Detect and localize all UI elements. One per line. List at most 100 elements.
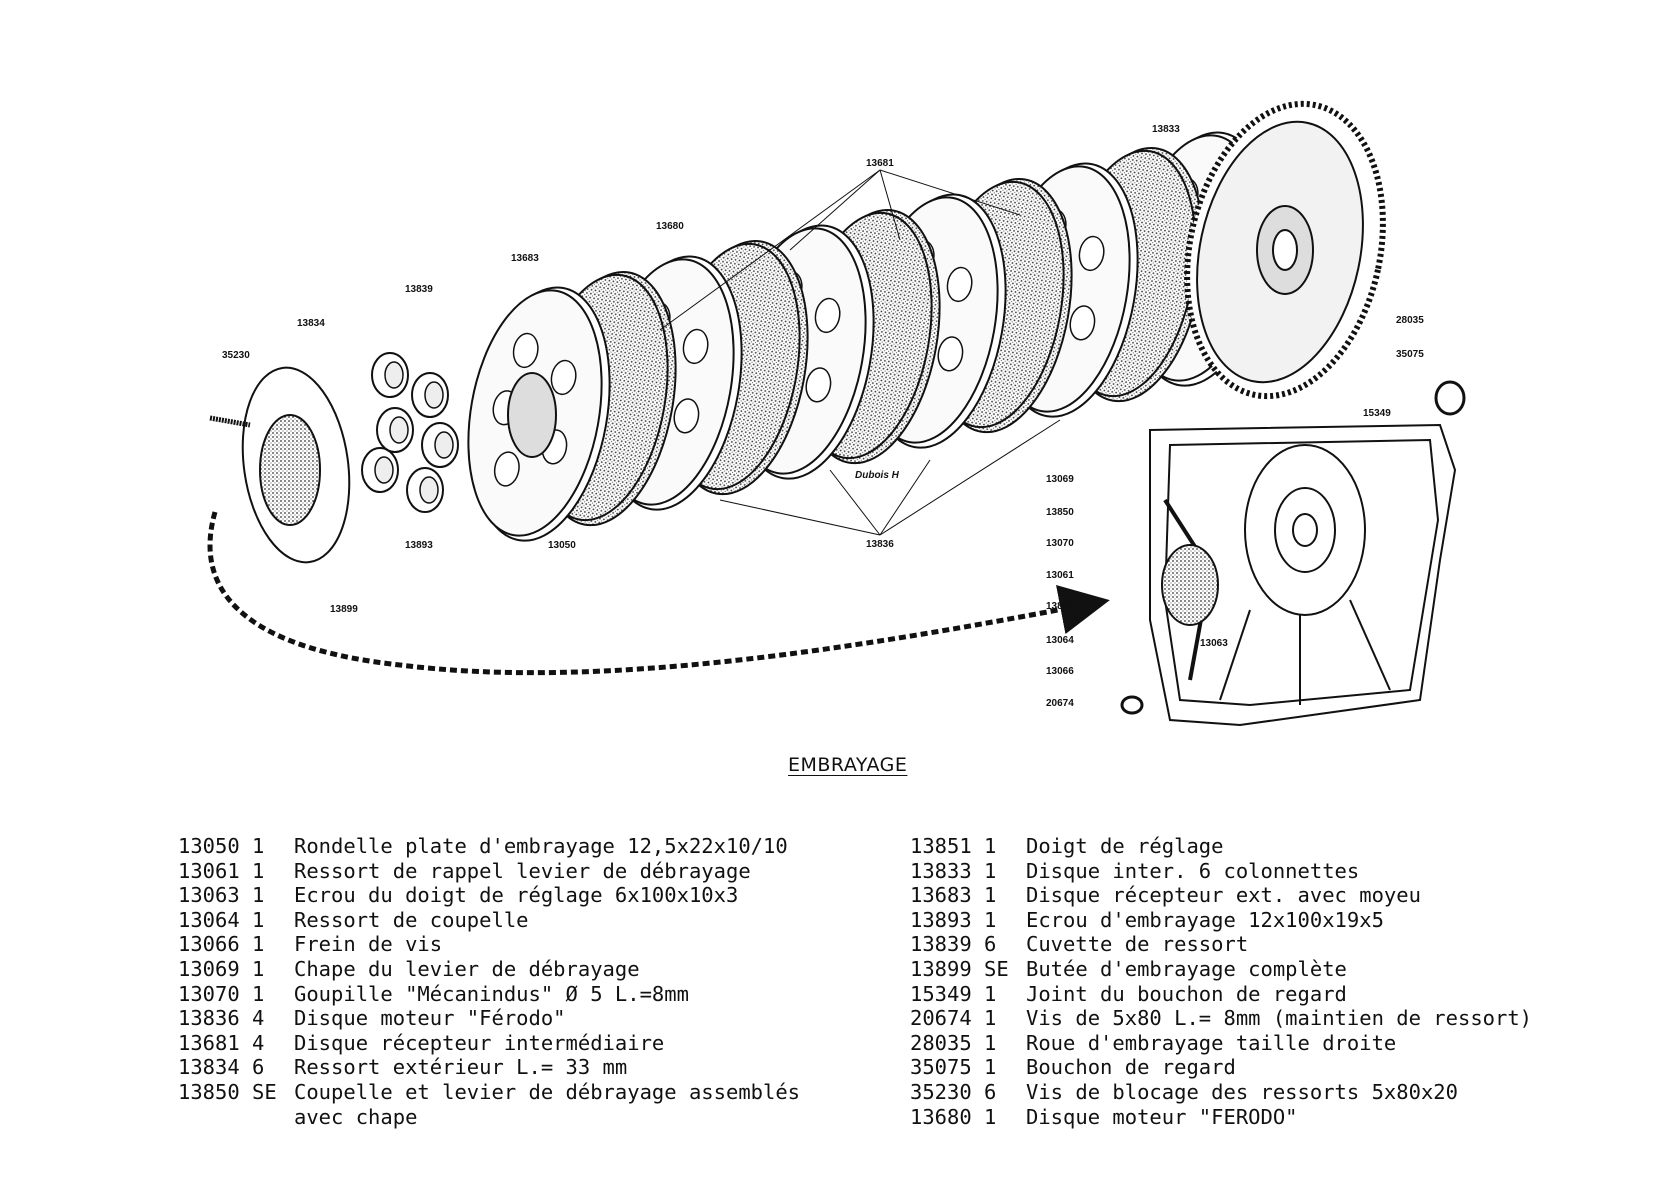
part-description: Disque récepteur ext. avec moyeu xyxy=(1026,883,1421,908)
part-quantity: SE xyxy=(252,1079,277,1104)
callout-13063: 13063 xyxy=(1200,638,1228,649)
clutch-exploded-diagram: Dubois H 1383313681136801368313839138343… xyxy=(207,100,1466,727)
callout-13839: 13839 xyxy=(405,284,433,295)
part-description: Ressort extérieur L.= 33 mm xyxy=(294,1055,628,1080)
part-description: Ressort de rappel levier de débrayage xyxy=(294,858,751,883)
part-number: 13069 xyxy=(178,956,240,981)
part-quantity: 4 xyxy=(252,1006,265,1031)
disc-stack xyxy=(467,131,1271,542)
part-row: 13063 1 Ecrou du doigt de réglage 6x100x10… xyxy=(178,883,800,908)
part-quantity: 1 xyxy=(252,981,265,1006)
part-number: 13839 xyxy=(910,932,972,957)
part-number: 13066 xyxy=(178,932,240,957)
part-number: 13683 xyxy=(910,883,972,908)
callout-15349: 15349 xyxy=(1363,408,1391,419)
part-quantity: 1 xyxy=(984,834,997,858)
part-quantity: 4 xyxy=(252,1030,265,1055)
part-row: 20674 1 Vis de 5x80 L.= 8mm (maintien de r… xyxy=(910,1006,1532,1031)
leader-line xyxy=(879,169,1021,216)
part-quantity: 1 xyxy=(984,1006,997,1031)
part-number: 13834 xyxy=(178,1055,240,1080)
part-number: 13893 xyxy=(910,907,972,932)
part-quantity: 1 xyxy=(984,1030,997,1055)
leader-line xyxy=(879,169,901,241)
part-description: Ecrou d'embrayage 12x100x19x5 xyxy=(1026,907,1384,932)
part-row: 13070 1 Goupille "Mécanindus" Ø 5 L.=8mm xyxy=(178,982,800,1007)
part-description: Rondelle plate d'embrayage 12,5x22x10/10 xyxy=(294,834,788,858)
part-quantity: 1 xyxy=(984,1104,997,1129)
callout-13064: 13064 xyxy=(1046,635,1074,646)
part-quantity: 1 xyxy=(252,956,265,981)
part-number: 13064 xyxy=(178,907,240,932)
part-number: 13850 xyxy=(178,1079,240,1104)
part-description: Disque inter. 6 colonnettes xyxy=(1026,858,1360,883)
callout-13833: 13833 xyxy=(1152,124,1180,135)
part-quantity: 1 xyxy=(984,1055,997,1080)
part-row: 13851 1 Doigt de réglage xyxy=(910,834,1532,859)
callout-20674: 20674 xyxy=(1046,698,1074,709)
part-quantity: 1 xyxy=(252,883,265,908)
part-row: 13069 1 Chape du levier de débrayage xyxy=(178,957,800,982)
part-row: 13839 6 Cuvette de ressort xyxy=(910,932,1532,957)
assembly-arrow xyxy=(207,511,1110,676)
part-quantity: 1 xyxy=(984,981,997,1006)
springs-and-cups xyxy=(361,352,459,513)
part-number: 13050 xyxy=(178,834,240,858)
part-row: 28035 1 Roue d'embrayage taille droite xyxy=(910,1031,1532,1056)
clutch-gear-wheel xyxy=(1184,100,1386,400)
callout-13851: 13851 xyxy=(1046,601,1074,612)
part-quantity: 6 xyxy=(984,932,997,957)
leader-line xyxy=(829,469,881,536)
part-description: Disque moteur "FERODO" xyxy=(1026,1104,1298,1129)
callout-13683: 13683 xyxy=(511,253,539,264)
callout-13069: 13069 xyxy=(1046,474,1074,485)
part-number: 13070 xyxy=(178,981,240,1006)
part-description: Coupelle et levier de débrayage assemblé… xyxy=(294,1079,801,1104)
part-number: 35230 xyxy=(910,1079,972,1104)
part-number: 13681 xyxy=(178,1030,240,1055)
callout-labels: 1383313681136801368313839138343523028035… xyxy=(222,124,1424,709)
leader-line xyxy=(879,419,1061,536)
gearbox-housing xyxy=(1120,380,1466,727)
part-description: Goupille "Mécanindus" Ø 5 L.=8mm xyxy=(294,981,689,1006)
part-description: Chape du levier de débrayage xyxy=(294,956,640,981)
leader-line xyxy=(789,169,881,251)
part-quantity: SE xyxy=(984,956,1009,981)
callout-35075: 35075 xyxy=(1396,349,1424,360)
part-description: Vis de 5x80 L.= 8mm (maintien de ressort… xyxy=(1026,1006,1533,1031)
part-number: 13851 xyxy=(910,834,972,858)
callout-13070: 13070 xyxy=(1046,538,1074,549)
callout-13836: 13836 xyxy=(866,539,894,550)
part-description: Cuvette de ressort xyxy=(1026,932,1249,957)
part-number: 35075 xyxy=(910,1055,972,1080)
part-row: 13850 SE Coupelle et levier de débrayage a… xyxy=(178,1080,800,1105)
clutch-bearing-plate xyxy=(209,366,351,564)
part-description: Doigt de réglage xyxy=(1026,834,1224,858)
part-description: Ecrou du doigt de réglage 6x100x10x3 xyxy=(294,883,739,908)
part-number: 15349 xyxy=(910,981,972,1006)
part-number: 13899 xyxy=(910,956,972,981)
leader-line xyxy=(659,169,881,331)
part-description: Vis de blocage des ressorts 5x80x20 xyxy=(1026,1079,1458,1104)
part-row: 13681 4 Disque récepteur intermédiaire xyxy=(178,1031,800,1056)
part-description: Frein de vis xyxy=(294,932,443,957)
part-number: 13833 xyxy=(910,858,972,883)
part-number: 28035 xyxy=(910,1030,972,1055)
part-description: Disque récepteur intermédiaire xyxy=(294,1030,665,1055)
page-title: EMBRAYAGE xyxy=(788,754,908,776)
part-description: Roue d'embrayage taille droite xyxy=(1026,1030,1397,1055)
callout-13681: 13681 xyxy=(866,158,894,169)
part-number: 13063 xyxy=(178,883,240,908)
part-quantity: 1 xyxy=(252,858,265,883)
part-number: 20674 xyxy=(910,1006,972,1031)
